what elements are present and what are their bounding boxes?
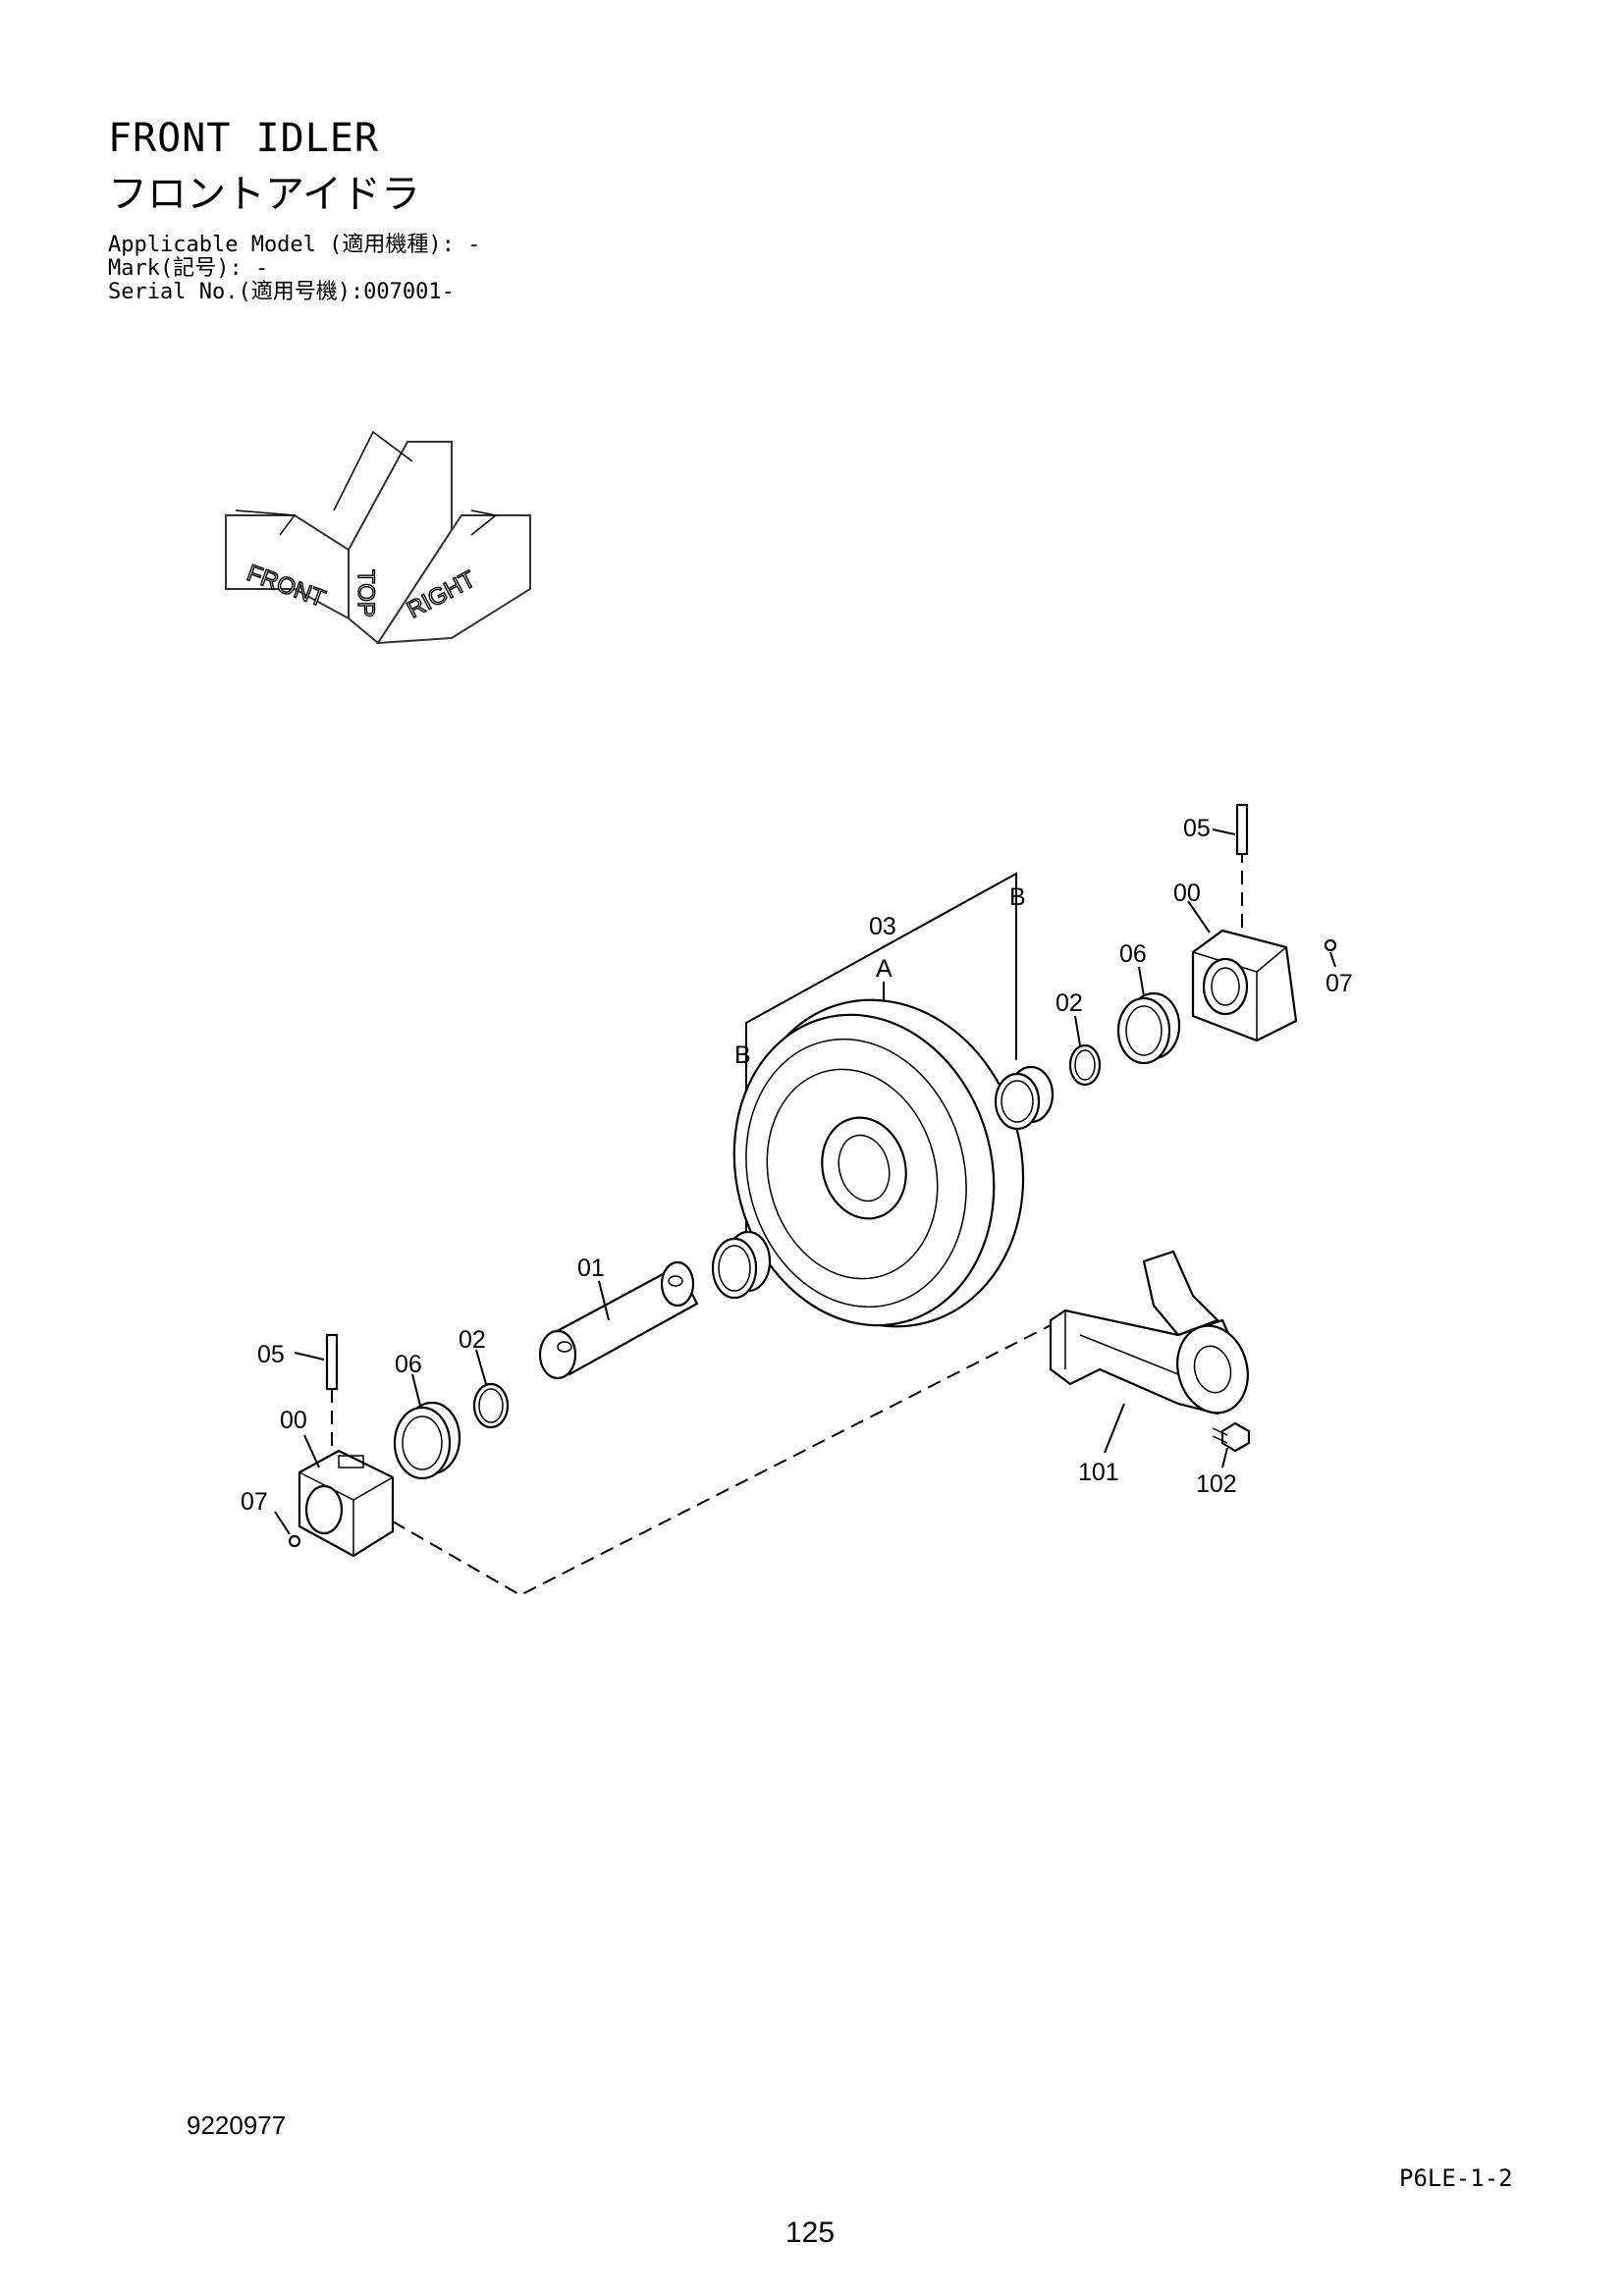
leader-pin-left <box>294 1352 325 1361</box>
leader-bracket <box>1104 1403 1125 1454</box>
idler-wheel <box>732 998 1025 1328</box>
leader-bolt <box>1221 1447 1228 1468</box>
housing-right <box>1191 929 1298 1042</box>
page-title-japanese: フロントアイドラ <box>108 172 420 217</box>
seal-right <box>1116 991 1181 1065</box>
screw-left <box>288 1534 301 1548</box>
assembly-line <box>392 1319 1061 1597</box>
screw-right <box>1324 938 1337 952</box>
callout-bracket: 101 <box>1078 1459 1119 1486</box>
document-number: 9220977 <box>187 2110 287 2140</box>
front-arrow-face <box>225 514 350 620</box>
leader-oring-left <box>475 1349 487 1385</box>
housing-left <box>298 1449 395 1558</box>
top-arrow-tip <box>333 430 413 511</box>
mounting-bracket <box>1049 1250 1249 1415</box>
callout-idler-sub: A <box>876 955 893 983</box>
leader-housing-right <box>1187 900 1211 934</box>
seal-left <box>393 1401 461 1480</box>
leader-shaft <box>598 1280 610 1321</box>
front-arrow-tip <box>235 509 297 536</box>
orientation-cube-icon: FRONT TOP RIGHT <box>225 430 531 645</box>
bushing-right <box>994 1065 1055 1131</box>
page-reference: P6LE-1-2 <box>1399 2164 1513 2192</box>
callout-shaft: 01 <box>577 1255 605 1282</box>
leader-seal-left <box>411 1373 421 1407</box>
callout-pin-right: 05 <box>1183 815 1211 842</box>
top-label: TOP <box>352 569 379 617</box>
right-arrow-face <box>376 514 531 645</box>
pin-left <box>325 1333 339 1391</box>
leader-pin-right <box>1212 828 1236 835</box>
serial-number: Serial No.(適用号機):007001- <box>108 280 455 304</box>
callout-housing-right: 00 <box>1173 880 1201 907</box>
callout-housing-left: 00 <box>280 1407 307 1434</box>
bracket-line-03 <box>745 872 1017 1050</box>
callout-screw-right: 07 <box>1326 970 1353 997</box>
page-title: FRONT IDLER <box>108 116 379 161</box>
callout-bushing-left: B <box>734 1041 751 1069</box>
leader-screw-left <box>274 1511 291 1535</box>
mark-field: Mark(記号): - <box>108 256 269 281</box>
leader-screw-right <box>1329 951 1336 968</box>
callout-idler-assembly: 03 <box>869 913 896 940</box>
callout-oring-right: 02 <box>1056 989 1083 1017</box>
leader-seal-right <box>1138 966 1145 997</box>
callout-seal-right: 06 <box>1119 940 1147 968</box>
leader-oring-right <box>1074 1015 1081 1046</box>
callout-pin-left: 05 <box>257 1341 285 1368</box>
callout-screw-left: 07 <box>241 1488 268 1516</box>
right-arrow-tip <box>470 509 498 536</box>
bolt <box>1212 1421 1251 1453</box>
callout-seal-left: 06 <box>395 1351 422 1378</box>
shaft <box>538 1260 699 1380</box>
callout-oring-left: 02 <box>459 1326 486 1354</box>
page-number: 125 <box>785 2216 836 2249</box>
pin-right <box>1235 803 1249 856</box>
callout-bushing-right: B <box>1009 883 1026 911</box>
applicable-model: Applicable Model (適用機種): - <box>108 233 481 257</box>
leader-housing-left <box>303 1434 320 1468</box>
bushing-left <box>711 1230 772 1300</box>
callout-bolt: 102 <box>1196 1470 1237 1498</box>
